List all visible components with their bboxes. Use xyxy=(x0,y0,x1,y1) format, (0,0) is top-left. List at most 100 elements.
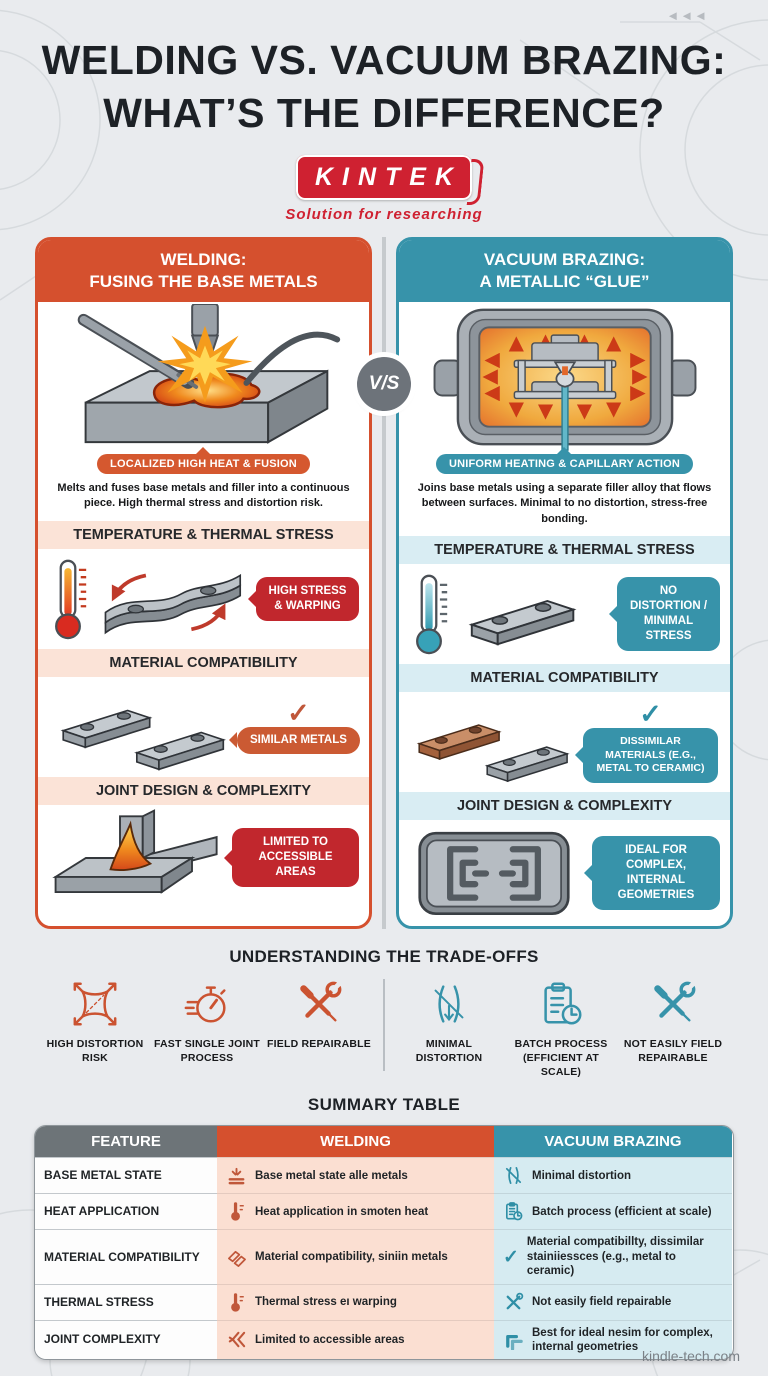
welding-header-line2: FUSING THE BASE METALS xyxy=(89,271,318,291)
warped-plate-icon xyxy=(104,573,242,634)
page-title-line2: WHAT’S THE DIFFERENCE? xyxy=(103,90,665,137)
table-cell-welding: Heat application in smoten heat xyxy=(217,1193,494,1230)
crossed-tools-icon xyxy=(506,1292,524,1309)
cool-thermometer-icon xyxy=(416,574,448,655)
tradeoff-label: FAST SINGLE JOINT PROCESS xyxy=(153,1037,261,1065)
column-header-brazing: VACUUM BRAZING xyxy=(494,1126,732,1158)
cell-text: Limited to accessible areas xyxy=(255,1333,405,1346)
tradeoff-high-distortion: HIGH DISTORTION RISK xyxy=(39,979,151,1065)
crossed-tools-icon xyxy=(654,979,698,1022)
tradeoff-field-repairable: FIELD REPAIRABLE xyxy=(263,979,375,1051)
table-cell-welding: Material compatibility, siniin metals xyxy=(217,1229,494,1284)
welding-section1-title: TEMPERATURE & THERMAL STRESS xyxy=(38,520,369,549)
check-icon: ✓ xyxy=(287,697,310,728)
column-header-feature: FEATURE xyxy=(35,1126,217,1158)
brazing-thermal-row: NO DISTORTION / MINIMAL STRESS xyxy=(399,564,730,664)
brazing-section2-title: MATERIAL COMPATIBILITY xyxy=(399,663,730,692)
tradeoffs-row: HIGH DISTORTION RISK FAST SINGLE JOINT P… xyxy=(0,978,768,1080)
comparison-columns: WELDING: FUSING THE BASE METALS xyxy=(35,236,733,929)
cell-text: Base metal state alle metals xyxy=(255,1169,408,1182)
tjoint-weld-icon xyxy=(52,808,218,894)
brazing-joint-callout: IDEAL FOR COMPLEX, INTERNAL GEOMETRIES xyxy=(592,836,720,910)
welding-keypoint-badge: LOCALIZED HIGH HEAT & FUSION xyxy=(97,453,310,474)
brazing-joint-row: IDEAL FOR COMPLEX, INTERNAL GEOMETRIES xyxy=(399,820,730,926)
table-row-feature: JOINT COMPLEXITY xyxy=(35,1319,217,1360)
welding-material-callout: SIMILAR METALS xyxy=(237,726,360,754)
complex-channel-plate-icon xyxy=(418,831,570,916)
table-row-feature: THERMAL STRESS xyxy=(35,1283,217,1320)
tradeoffs-title: UNDERSTANDING THE TRADE-OFFS xyxy=(229,946,539,966)
tradeoff-label: MINIMAL DISTORTION xyxy=(415,1037,483,1065)
brazing-section3-title: JOINT DESIGN & COMPLEXITY xyxy=(399,791,730,820)
welding-card-header: WELDING: FUSING THE BASE METALS xyxy=(38,239,369,302)
brazing-section1-title: TEMPERATURE & THERMAL STRESS xyxy=(399,535,730,564)
page-title: WELDING VS. VACUUM BRAZING: WHAT’S THE D… xyxy=(0,34,768,141)
cell-text: Heat application in smoten heat xyxy=(255,1205,429,1218)
brazing-keypoint-badge: UNIFORM HEATING & CAPILLARY ACTION xyxy=(435,453,694,474)
brazing-card: VACUUM BRAZING: A METALLIC “GLUE” xyxy=(396,236,733,929)
vs-badge: V/S xyxy=(357,356,411,411)
crossed-tools-icon xyxy=(300,979,344,1022)
pipe-elbow-icon xyxy=(506,1335,523,1351)
two-plates-icon xyxy=(228,1250,246,1267)
footer-website-url: kindle-tech.com xyxy=(641,1348,740,1364)
table-cell-brazing: ✓ Material compatibillty, dissimilar sta… xyxy=(494,1229,732,1284)
brazing-card-header: VACUUM BRAZING: A METALLIC “GLUE” xyxy=(399,239,730,302)
batch-clipboard-clock-icon xyxy=(506,1202,523,1221)
brand-tagline: Solution for researching xyxy=(285,205,483,223)
column-divider: V/S xyxy=(357,237,411,929)
welding-torch-illustration xyxy=(38,302,369,452)
hot-thermometer-icon xyxy=(55,559,87,639)
table-row-feature: HEAT APPLICATION xyxy=(35,1193,217,1230)
tradeoffs-section: UNDERSTANDING THE TRADE-OFFS HIGH DISTOR… xyxy=(0,947,768,1080)
welding-thermal-row: HIGH STRESS & WARPING xyxy=(38,549,369,649)
tradeoff-label: NOT EASILY FIELD REPAIRABLE xyxy=(623,1037,723,1065)
brazing-description: Joins base metals using a separate fille… xyxy=(417,481,712,525)
check-icon: ✓ xyxy=(503,1246,519,1268)
bent-arrows-icon xyxy=(228,1332,246,1348)
tradeoff-label: BATCH PROCESS (EFFICIENT AT SCALE) xyxy=(514,1037,608,1079)
welding-material-row: ✓ SIMILAR METALS xyxy=(38,677,369,777)
welding-joint-row: LIMITED TO ACCESSIBLE AREAS xyxy=(38,805,369,911)
brazing-thermal-callout: NO DISTORTION / MINIMAL STRESS xyxy=(617,577,720,651)
cell-text: Minimal distortion xyxy=(532,1169,632,1182)
summary-section: SUMMARY TABLE FEATURE WELDING VACUUM BRA… xyxy=(0,1095,768,1361)
tradeoff-fast-single: FAST SINGLE JOINT PROCESS xyxy=(151,979,263,1065)
thermometer-icon xyxy=(231,1202,244,1222)
cell-text: Not easily field repairable xyxy=(532,1295,672,1308)
batch-clipboard-clock-icon xyxy=(544,982,582,1025)
table-cell-brazing: Batch process (efficient at scale) xyxy=(494,1193,732,1230)
table-row-feature: BASE METAL STATE xyxy=(35,1157,217,1194)
check-icon: ✓ xyxy=(639,698,662,729)
flat-plate-icon xyxy=(468,599,577,646)
welding-scene-icon xyxy=(77,303,340,444)
column-header-welding: WELDING xyxy=(217,1126,494,1158)
cell-text: Batch process (efficient at scale) xyxy=(532,1205,712,1218)
welding-joint-callout: LIMITED TO ACCESSIBLE AREAS xyxy=(232,828,359,887)
brand-logo: KINTEK Solution for researching xyxy=(0,154,768,223)
brazing-material-row: ✓ DISSIMILAR MATERIALS (E.G., METAL TO C… xyxy=(399,692,730,792)
table-cell-welding: Limited to accessible areas xyxy=(217,1319,494,1360)
tradeoff-label: HIGH DISTORTION RISK xyxy=(46,1037,144,1065)
brazing-header-line2: A METALLIC “GLUE” xyxy=(479,271,650,291)
summary-table-title: SUMMARY TABLE xyxy=(307,1095,461,1115)
summary-table: FEATURE WELDING VACUUM BRAZING BASE META… xyxy=(34,1125,734,1361)
table-cell-brazing: Minimal distortion xyxy=(494,1157,732,1194)
brazing-material-callout: DISSIMILAR MATERIALS (E.G., METAL TO CER… xyxy=(583,727,718,783)
tradeoffs-divider xyxy=(383,978,385,1071)
kintek-logo: KINTEK xyxy=(295,154,473,200)
welding-section3-title: JOINT DESIGN & COMPLEXITY xyxy=(38,776,369,805)
welding-description: Melts and fuses base metals and filler i… xyxy=(57,481,350,510)
welding-card: WELDING: FUSING THE BASE METALS xyxy=(35,236,372,929)
dissimilar-plates-icon xyxy=(416,724,570,783)
stopwatch-icon xyxy=(184,986,226,1023)
table-cell-welding: Base metal state alle metals xyxy=(217,1157,494,1194)
tradeoff-not-field-repairable: NOT EASILY FIELD REPAIRABLE xyxy=(617,979,729,1065)
tradeoff-label: FIELD REPAIRABLE xyxy=(267,1037,371,1050)
table-cell-welding: Thermal stress eı warping xyxy=(217,1283,494,1320)
welding-section2-title: MATERIAL COMPATIBILITY xyxy=(38,648,369,677)
welding-header-line1: WELDING: xyxy=(160,249,247,269)
minimal-distortion-icon xyxy=(434,985,464,1023)
brazing-header-line1: VACUUM BRAZING: xyxy=(483,249,646,269)
